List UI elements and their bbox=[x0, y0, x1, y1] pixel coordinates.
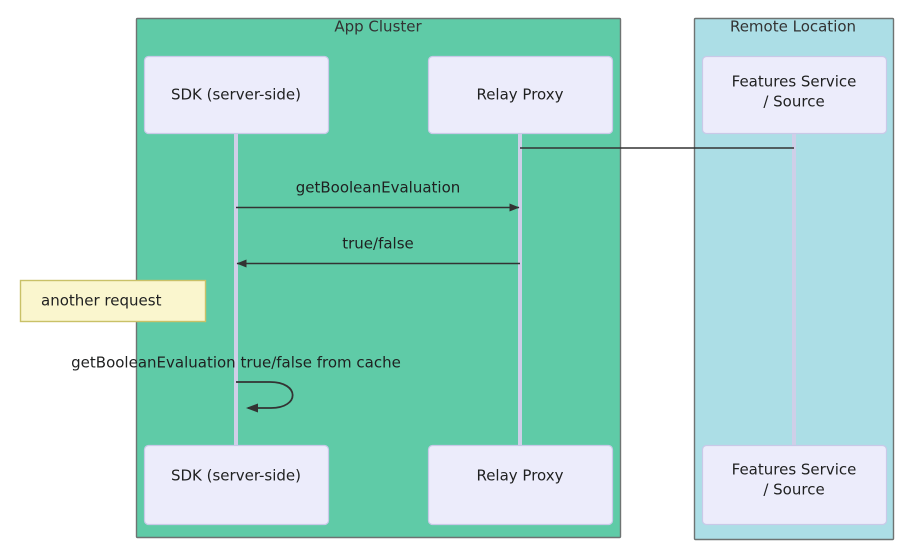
participant-box-relay-top[interactable] bbox=[427, 55, 614, 135]
participant-label-sdk-bottom: SDK (server-side) bbox=[171, 467, 301, 485]
participant-label-relay-top: Relay Proxy bbox=[476, 86, 563, 104]
participant-label-sdk-top: SDK (server-side) bbox=[171, 86, 301, 104]
participant-box-features-top[interactable] bbox=[701, 55, 888, 135]
participant-label-features-top-line1: Features Service bbox=[732, 73, 857, 91]
participant-box-relay-bottom[interactable] bbox=[427, 444, 614, 526]
participant-relay-bottom[interactable]: Relay Proxy bbox=[427, 444, 614, 526]
note-box bbox=[19, 279, 207, 323]
message-self-loop-cache: getBooleanEvaluation true/false from cac… bbox=[71, 354, 401, 413]
participant-relay-top[interactable]: Relay Proxy bbox=[427, 55, 614, 135]
participant-features-bottom[interactable]: Features Service / Source bbox=[701, 444, 888, 526]
message-true-false: true/false bbox=[236, 235, 520, 268]
participant-label-relay-bottom: Relay Proxy bbox=[476, 467, 563, 485]
message-label-1: getBooleanEvaluation bbox=[296, 179, 461, 197]
participant-sdk-top[interactable]: SDK (server-side) bbox=[143, 55, 330, 135]
participant-box-features-bottom[interactable] bbox=[701, 444, 888, 526]
message-label-3: getBooleanEvaluation true/false from cac… bbox=[71, 354, 401, 372]
lifelines bbox=[234, 133, 796, 447]
participant-sdk-bottom[interactable]: SDK (server-side) bbox=[143, 444, 330, 526]
message-get-boolean-evaluation: getBooleanEvaluation bbox=[236, 179, 520, 212]
participant-box-sdk-top[interactable] bbox=[143, 55, 330, 135]
participant-label-features-top-line2: / Source bbox=[763, 93, 824, 111]
participant-label-features-bottom-line1: Features Service bbox=[732, 461, 857, 479]
participant-features-top[interactable]: Features Service / Source bbox=[701, 55, 888, 135]
note-another-request: another request bbox=[19, 279, 207, 323]
message-label-2: true/false bbox=[342, 235, 414, 253]
message-arrow-3-self-loop bbox=[236, 381, 294, 413]
note-label: another request bbox=[41, 292, 162, 310]
app-cluster-title: App Cluster bbox=[334, 18, 422, 36]
remote-location-title: Remote Location bbox=[730, 18, 856, 36]
participant-label-features-bottom-line2: / Source bbox=[763, 481, 824, 499]
participant-box-sdk-bottom[interactable] bbox=[143, 444, 330, 526]
